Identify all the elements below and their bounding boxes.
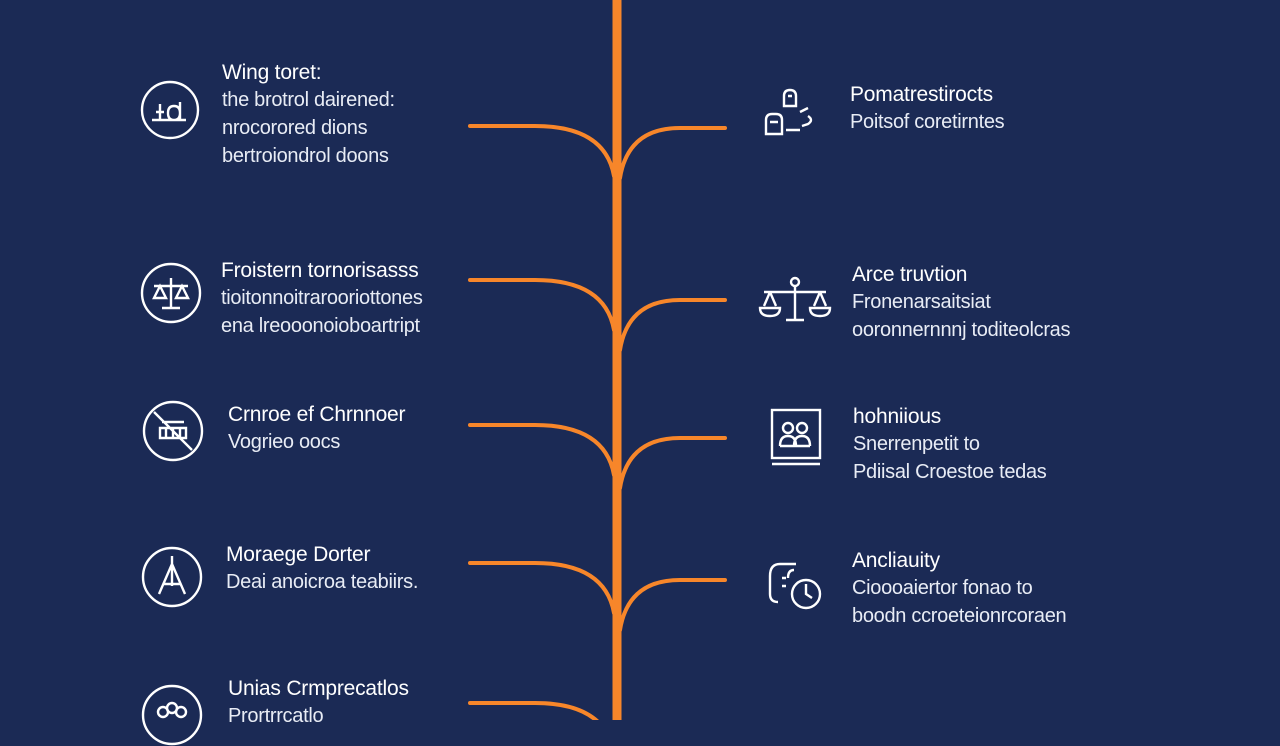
timeline-connectors [468, 0, 727, 720]
left-item-3-title: Crnroe ef Chrnnoer [228, 403, 406, 426]
left-item-5-title: Unias Crmprecatlos [228, 677, 409, 700]
left-item-4-title: Moraege Dorter [226, 543, 371, 566]
right-item-2-line-1: Fronenarsaitsiat [852, 291, 991, 313]
left-item-1-line-1: the brotrol dairened: [222, 89, 395, 111]
balance-scales-icon [758, 276, 832, 322]
left-branch-connector-2 [468, 278, 616, 332]
left-item-1-line-2: nrocorored dions [222, 117, 368, 139]
left-item-1-line-3: bertroiondrol doons [222, 145, 389, 167]
left-branch-connector-5 [468, 701, 599, 720]
right-branch-connector-3 [618, 436, 727, 490]
right-item-2-title: Arce truvtion [852, 263, 968, 286]
right-branch-connector-1 [618, 126, 727, 180]
right-item-4-title: Ancliauity [852, 549, 940, 572]
left-item-2-title: Froistern tornorisasss [221, 259, 419, 282]
scale-balance-circle-icon [140, 80, 200, 140]
right-item-3-title: hohniious [853, 405, 942, 428]
right-item-3-line-2: Pdiisal Croestoe tedas [853, 461, 1047, 483]
left-item-5-line-1: Prortrrcatlo [228, 705, 324, 727]
right-branch-connector-2 [618, 298, 727, 352]
left-item-2-line-1: tioitonnoitrarooriottones [221, 287, 423, 309]
right-item-4-line-1: Cioooaiertor fonao to [852, 577, 1033, 599]
left-branch-connector-3 [468, 423, 616, 477]
justice-scales-circle-icon [140, 262, 202, 324]
group-table-circle-icon [142, 400, 204, 462]
right-item-4-line-2: boodn ccroeteionrcoraen [852, 605, 1067, 627]
left-item-1-title: Wing toret: [222, 61, 322, 84]
left-branch-connector-1 [468, 124, 616, 178]
compass-circle-icon [141, 546, 203, 608]
left-item-2-line-2: ena lreooonoioboartript [221, 315, 420, 337]
people-exchange-icon [764, 88, 813, 136]
clock-gear-icon [768, 562, 822, 610]
monitor-people-icon [770, 408, 822, 466]
right-item-1-title: Pomatrestirocts [850, 83, 993, 106]
right-branch-connector-4 [618, 578, 727, 632]
left-item-4-line-1: Deai anoicroa teabiirs. [226, 571, 419, 593]
people-circle-icon [141, 684, 203, 746]
left-item-3-line-1: Vogrieo oocs [228, 431, 341, 453]
right-item-3-line-1: Snerrenpetit to [853, 433, 980, 455]
right-item-2-line-2: ooronnernnnj toditeolcras [852, 319, 1071, 341]
left-branch-connector-4 [468, 561, 616, 615]
right-item-1-line-1: Poitsof coretirntes [850, 111, 1005, 133]
